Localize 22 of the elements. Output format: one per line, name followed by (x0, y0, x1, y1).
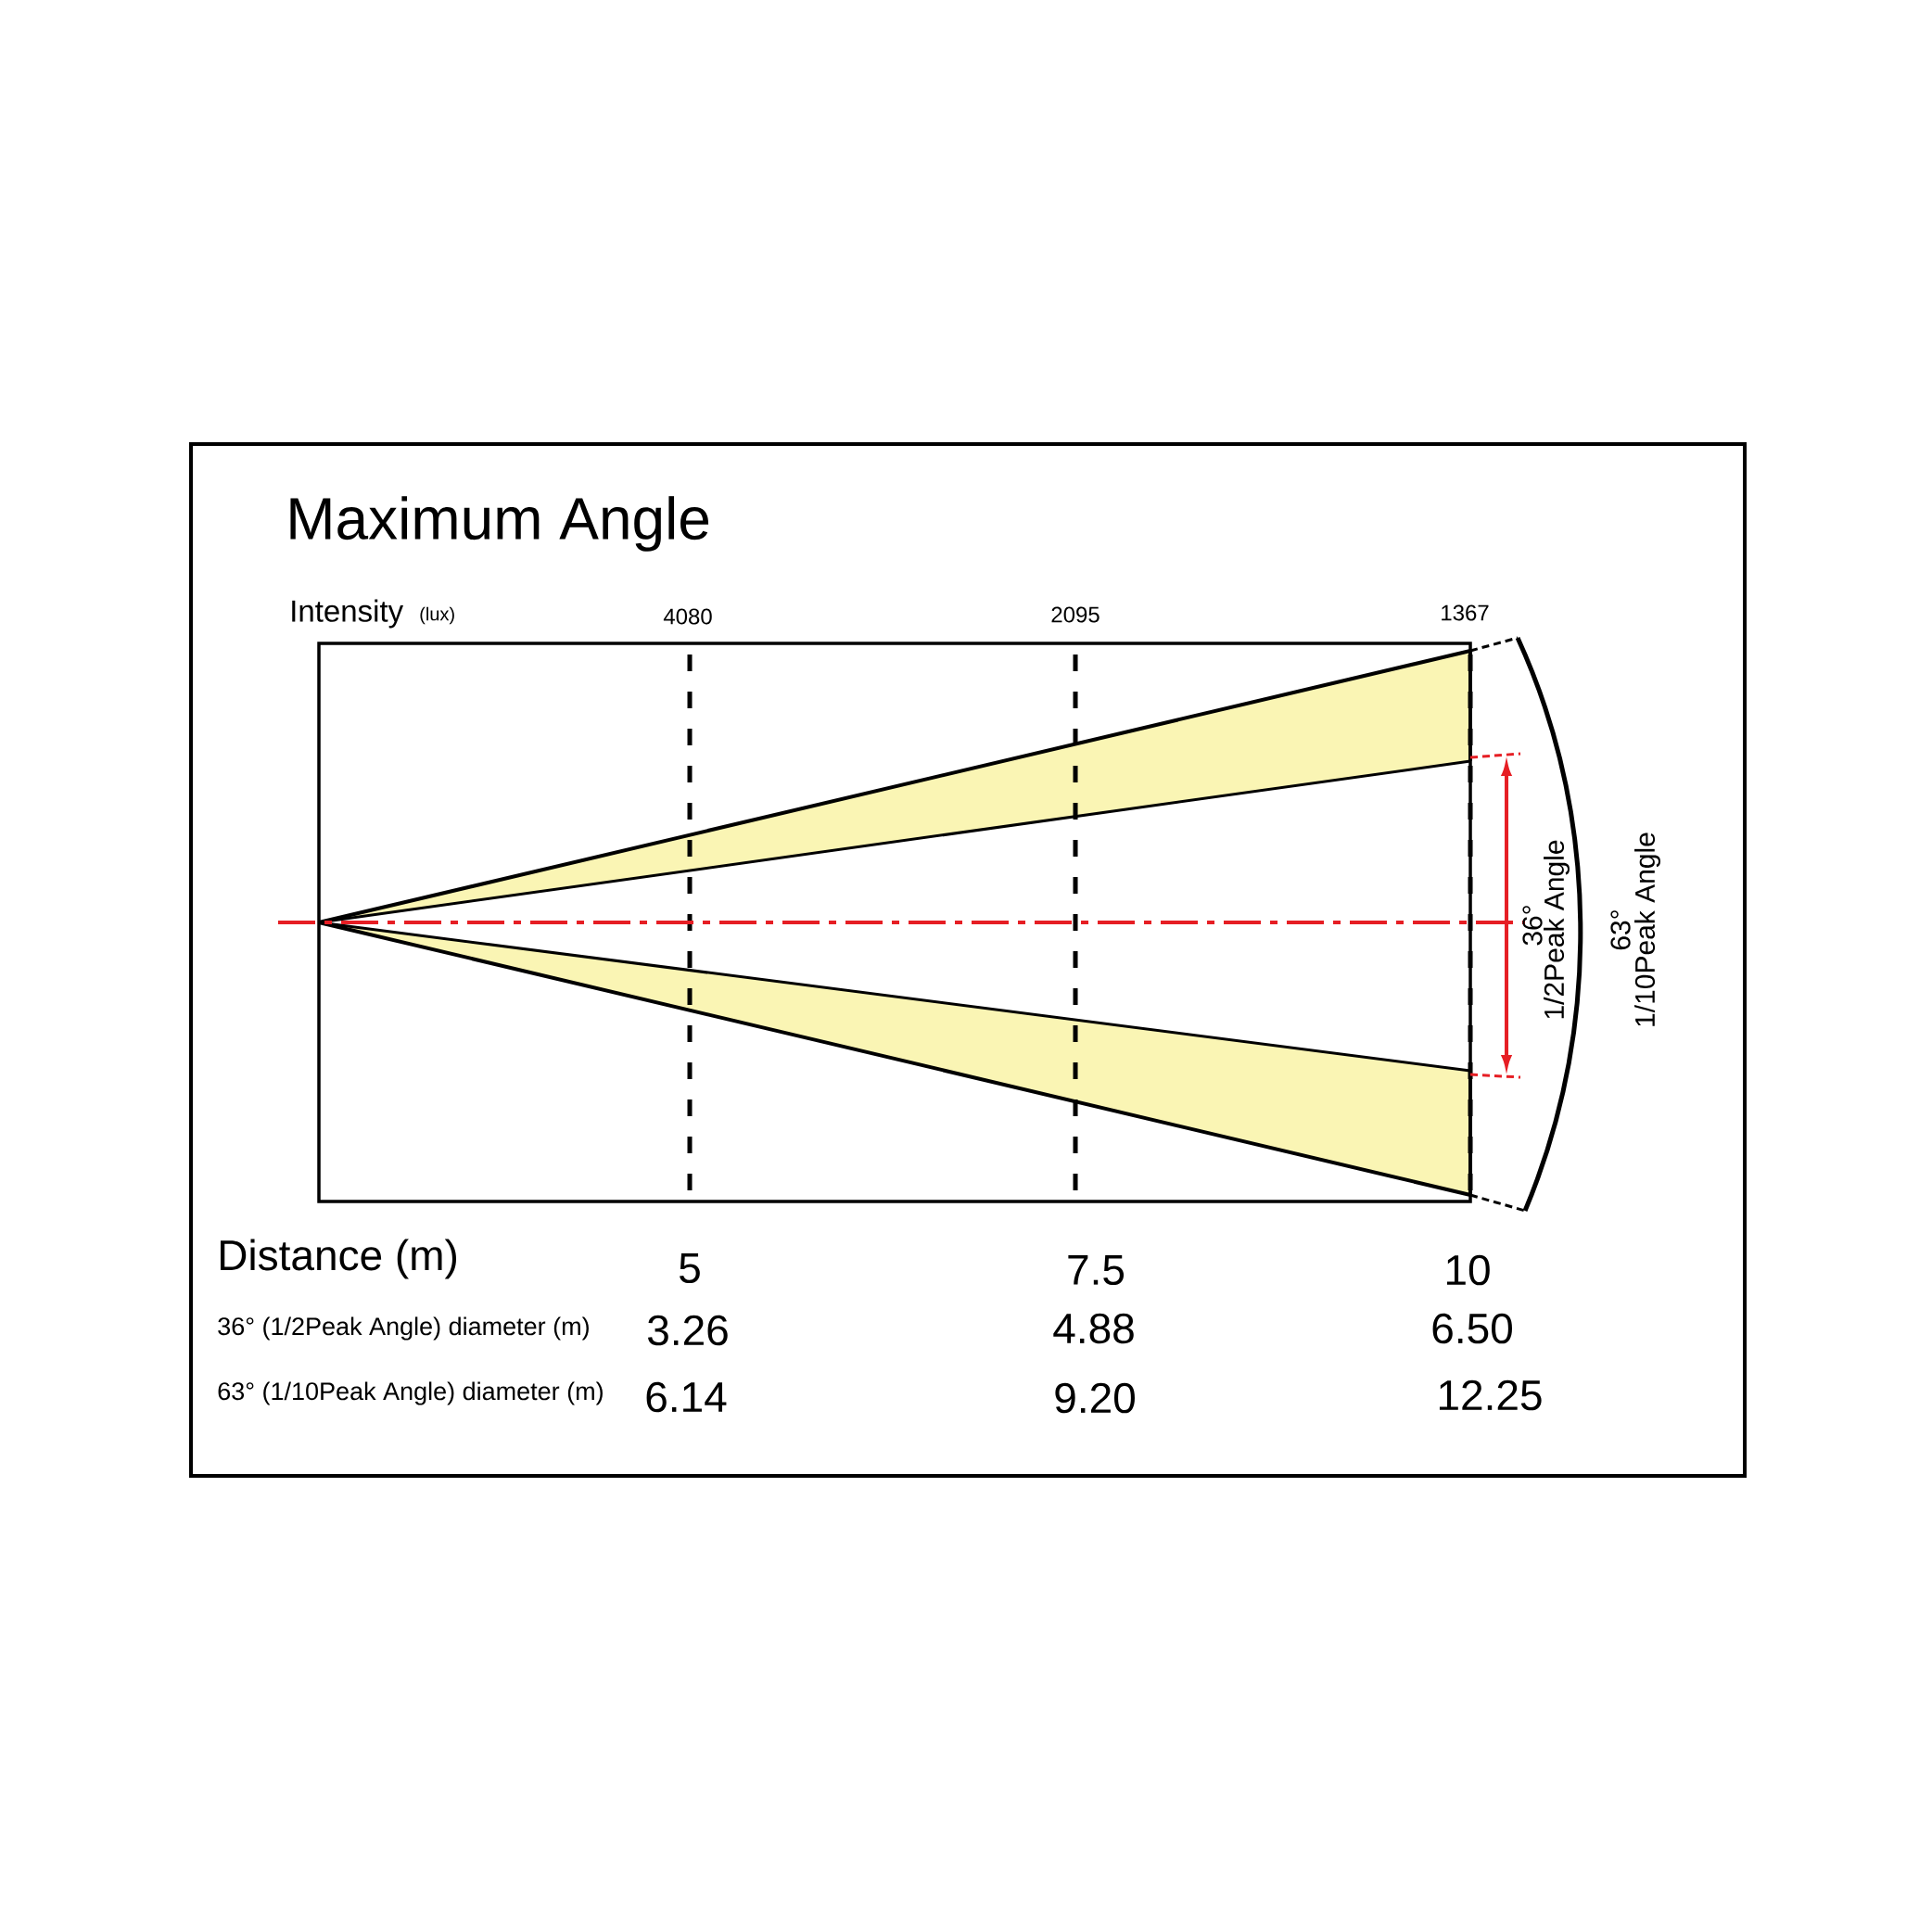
axis-label: Distance (m) (221, 1239, 456, 1279)
intensity-value: 4080 (663, 608, 712, 625)
distance-value: 7.5 (1068, 1254, 1125, 1286)
intensity-value: 2095 (1051, 606, 1099, 623)
angle-label: 36° (1522, 906, 1543, 946)
distance-value: 10 (1446, 1254, 1490, 1286)
diameter-value: 4.88 (1053, 1313, 1134, 1344)
diameter-value: 6.14 (646, 1381, 727, 1413)
unit-label: (lux) (420, 606, 454, 625)
diameter-value: 12.25 (1439, 1379, 1542, 1411)
distance-value: 5 (680, 1252, 700, 1284)
title: Maximum Angle (290, 496, 709, 552)
axis-label: Intensity (292, 599, 404, 629)
angle-label: 63° (1610, 910, 1631, 950)
angle-label: 1/10Peak Angle (1634, 833, 1660, 1026)
angle-label: 1/2Peak Angle (1544, 840, 1570, 1019)
diameter-value: 9.20 (1055, 1382, 1135, 1414)
diameter-value: 6.50 (1432, 1313, 1512, 1344)
row-label: 36° (1/2Peak Angle) diameter (m) (218, 1316, 589, 1341)
intensity-value: 1367 (1442, 604, 1489, 621)
diameter-value: 3.26 (648, 1315, 728, 1346)
row-label: 63° (1/10Peak Angle) diameter (m) (218, 1381, 603, 1405)
